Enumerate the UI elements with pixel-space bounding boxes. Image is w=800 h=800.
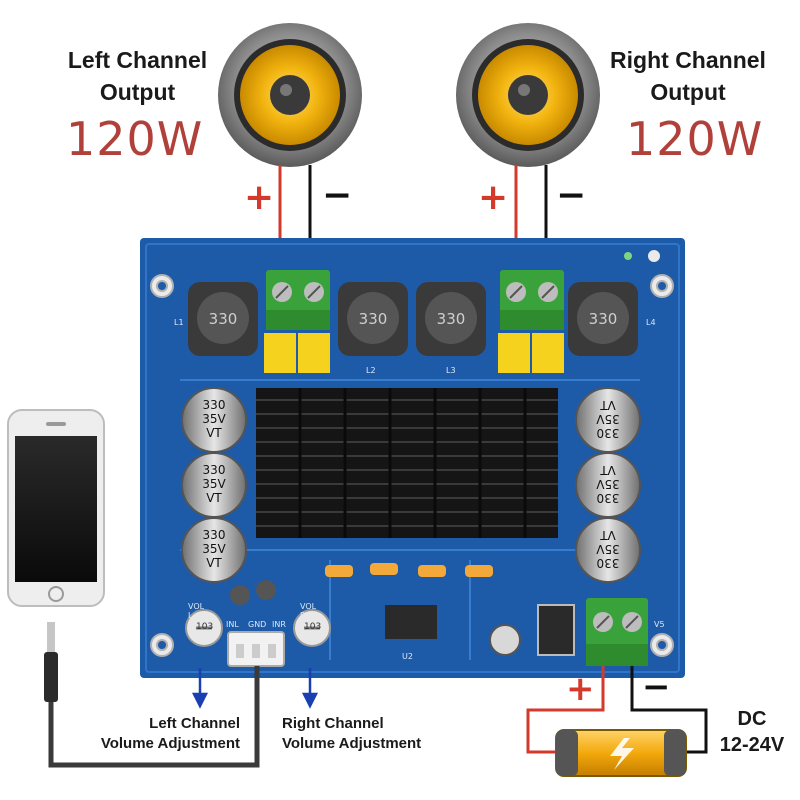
- input-label-gnd: GND: [248, 620, 267, 629]
- left-output-terminal: [264, 270, 330, 373]
- inductor-value: 330: [437, 310, 466, 328]
- right-channel-title: Right Channel: [610, 47, 766, 73]
- heatsink: [256, 388, 558, 538]
- capacitor-value: 330: [202, 528, 226, 542]
- power-terminal-label: V5: [654, 620, 665, 629]
- power-plus-sign: +: [566, 669, 595, 709]
- capacitor-voltage: 35V: [596, 542, 620, 556]
- right-minus-sign: −: [556, 175, 587, 216]
- left-channel-power: 120W: [66, 112, 204, 166]
- input-label-inl: INL: [226, 620, 239, 629]
- capacitor-brand: VT: [600, 398, 616, 412]
- capacitor-value: 330: [202, 398, 226, 412]
- right-volume-line1: Right Channel: [282, 715, 384, 732]
- power-minus-sign: −: [642, 667, 671, 707]
- capacitor-voltage: 35V: [202, 542, 226, 556]
- right-channel-label: Right Channel Output: [598, 44, 778, 108]
- chip-label: U2: [402, 652, 413, 661]
- smd-components: [230, 563, 575, 656]
- pot-left-value: 103: [196, 622, 214, 632]
- audio-jack-cable: [44, 622, 260, 768]
- right-volume-label: Right Channel Volume Adjustment: [282, 714, 452, 754]
- capacitor-voltage: 35V: [596, 412, 620, 426]
- power-label: DC 12-24V: [710, 706, 794, 758]
- power-line2: 12-24V: [719, 734, 785, 756]
- capacitor-voltage: 35V: [202, 477, 226, 491]
- left-channel-label: Left Channel Output: [50, 44, 225, 108]
- capacitor-value: 330: [596, 426, 620, 440]
- right-volume-line2: Volume Adjustment: [282, 735, 422, 752]
- capacitor-brand: VT: [600, 463, 616, 477]
- capacitor-voltage: 35V: [596, 477, 620, 491]
- capacitors: [181, 387, 641, 583]
- left-channel-subtitle: Output: [99, 79, 176, 105]
- left-speaker-icon: [218, 23, 362, 167]
- inductor-label: L4: [646, 318, 656, 327]
- left-volume-pot: [185, 609, 223, 647]
- left-channel-title: Left Channel: [67, 47, 208, 73]
- left-volume-label: Left Channel Volume Adjustment: [70, 714, 240, 754]
- inductors: 330 330 330 330: [188, 282, 638, 356]
- pot-right-label: VOL R: [300, 602, 317, 620]
- capacitor-value: 330: [596, 491, 620, 505]
- pot-right-value: 103: [304, 622, 322, 632]
- capacitor-brand: VT: [206, 426, 222, 440]
- battery-icon: [555, 729, 687, 777]
- inductor-label: L3: [446, 366, 456, 375]
- inductor-value: 330: [209, 310, 238, 328]
- left-volume-line2: Volume Adjustment: [100, 735, 240, 752]
- capacitor-brand: VT: [600, 528, 616, 542]
- inductor-label: L2: [366, 366, 376, 375]
- power-terminal: [586, 598, 648, 666]
- capacitor-value: 330: [202, 463, 226, 477]
- inductor-value: 330: [589, 310, 618, 328]
- right-plus-sign: +: [478, 177, 509, 218]
- power-line1: DC: [737, 708, 767, 730]
- smartphone-icon: [7, 409, 105, 607]
- capacitor-voltage: 35V: [202, 412, 226, 426]
- right-channel-power: 120W: [626, 112, 764, 166]
- capacitor-value: 330: [596, 556, 620, 570]
- pot-left-label: VOL L: [188, 602, 205, 620]
- inductor-value: 330: [359, 310, 388, 328]
- capacitor-brand: VT: [206, 556, 222, 570]
- right-speaker-icon: [456, 23, 600, 167]
- audio-input-connector: [227, 631, 285, 667]
- capacitor-brand: VT: [206, 491, 222, 505]
- input-label-inr: INR: [272, 620, 286, 629]
- right-volume-pot: [293, 609, 331, 647]
- left-volume-line1: Left Channel: [149, 715, 240, 732]
- right-output-terminal: [498, 270, 564, 373]
- left-minus-sign: −: [322, 175, 353, 216]
- right-channel-subtitle: Output: [650, 79, 726, 105]
- power-wires: [526, 666, 708, 754]
- volume-arrows: [191, 668, 319, 709]
- left-plus-sign: +: [244, 177, 275, 218]
- inductor-label: L1: [174, 318, 184, 327]
